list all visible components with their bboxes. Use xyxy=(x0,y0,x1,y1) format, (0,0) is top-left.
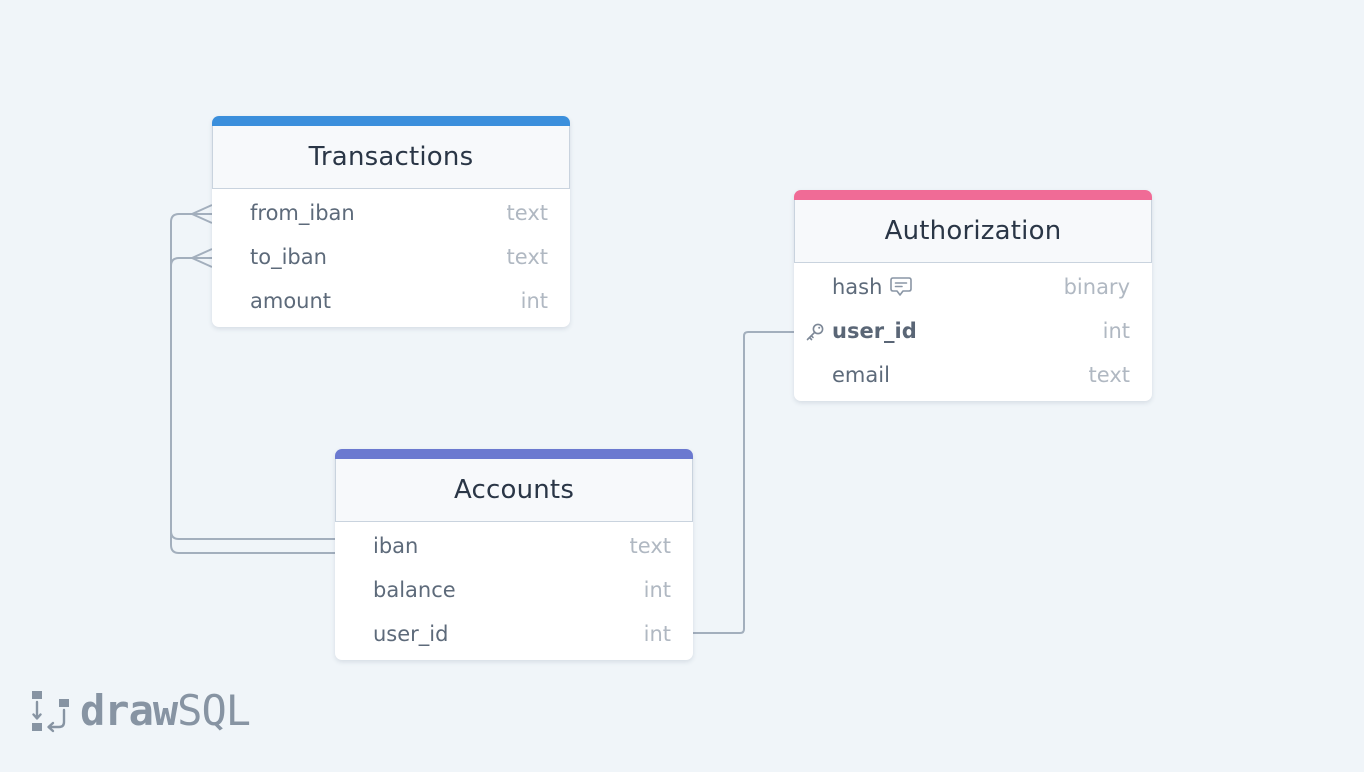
table-authorization[interactable]: Authorization hash binary user_id int em… xyxy=(794,190,1152,401)
field-row-to-iban[interactable]: to_iban text xyxy=(212,235,570,279)
comment-icon[interactable] xyxy=(889,276,913,298)
drawsql-logo-icon xyxy=(32,690,69,732)
connector-accounts-iban-to-transactions-to-iban xyxy=(170,257,336,554)
field-row-amount[interactable]: amount int xyxy=(212,279,570,323)
key-icon xyxy=(806,323,824,341)
field-name: to_iban xyxy=(250,245,327,269)
field-type: text xyxy=(506,201,548,225)
connector-accounts-user-id-to-authorization-user-id xyxy=(692,331,796,634)
table-transactions[interactable]: Transactions from_iban text to_iban text… xyxy=(212,116,570,327)
field-row-iban[interactable]: iban text xyxy=(335,524,693,568)
logo-text-sql: SQL xyxy=(177,686,251,735)
field-name-text: hash xyxy=(832,275,883,299)
field-type: text xyxy=(1088,363,1130,387)
field-row-user-id[interactable]: user_id int xyxy=(794,309,1152,353)
field-name: hash xyxy=(832,275,913,299)
table-title[interactable]: Accounts xyxy=(335,459,693,522)
field-row-user-id[interactable]: user_id int xyxy=(335,612,693,656)
field-type: text xyxy=(629,534,671,558)
field-type: int xyxy=(1102,319,1130,343)
crowsfoot-to-iban xyxy=(191,248,213,268)
field-type: text xyxy=(506,245,548,269)
logo-text-draw: draw xyxy=(80,686,178,735)
field-name: iban xyxy=(373,534,419,558)
field-name: from_iban xyxy=(250,201,355,225)
field-name: amount xyxy=(250,289,332,313)
field-type: int xyxy=(643,622,671,646)
field-name: email xyxy=(832,363,890,387)
field-row-email[interactable]: email text xyxy=(794,353,1152,397)
field-name: user_id xyxy=(832,319,917,343)
field-type: int xyxy=(520,289,548,313)
table-color-bar xyxy=(212,116,570,126)
field-row-from-iban[interactable]: from_iban text xyxy=(212,191,570,235)
table-color-bar xyxy=(335,449,693,459)
field-row-hash[interactable]: hash binary xyxy=(794,265,1152,309)
table-title[interactable]: Transactions xyxy=(212,126,570,189)
field-name: user_id xyxy=(373,622,449,646)
table-title[interactable]: Authorization xyxy=(794,200,1152,263)
crowsfoot-from-iban xyxy=(191,204,213,224)
table-color-bar xyxy=(794,190,1152,200)
field-type: int xyxy=(643,578,671,602)
table-accounts[interactable]: Accounts iban text balance int user_id i… xyxy=(335,449,693,660)
field-name: balance xyxy=(373,578,456,602)
field-row-balance[interactable]: balance int xyxy=(335,568,693,612)
field-type: binary xyxy=(1063,275,1130,299)
